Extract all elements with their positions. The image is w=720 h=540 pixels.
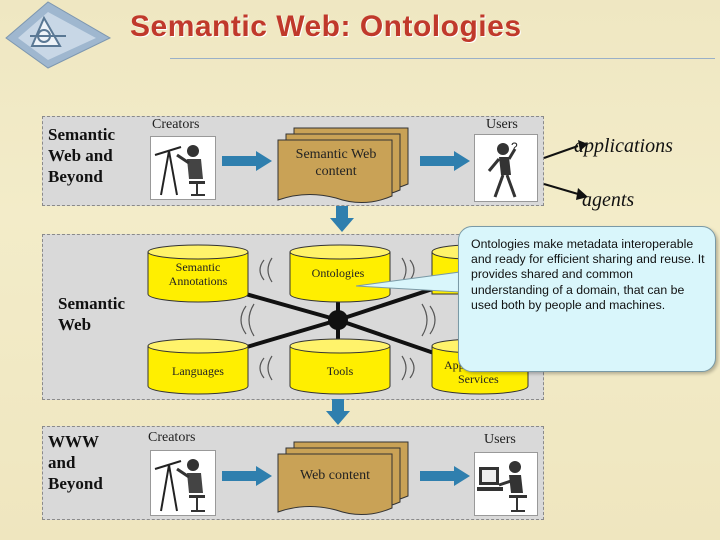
cylinder-label-line: Tools	[326, 364, 354, 378]
flow-arrow-right	[222, 466, 272, 491]
applications-label: applications	[574, 135, 673, 157]
semantic-web-content-document: Semantic Web content	[276, 126, 416, 204]
flow-arrow-down	[326, 399, 350, 430]
bottom-creators-label: Creators	[148, 430, 196, 445]
bottom-row-label: WWW and Beyond	[48, 431, 103, 494]
cylinder-label-line: Ontologies	[311, 266, 365, 280]
flow-arrow-right	[420, 466, 470, 491]
top-users-label: Users	[486, 117, 518, 132]
cylinder-label-line: Annotations	[168, 274, 228, 288]
document-label-line: Semantic Web	[295, 147, 377, 162]
middle-row-label: Semantic Web	[58, 293, 125, 335]
document-label-line: content	[315, 164, 357, 179]
middle-row-label-line: Semantic	[58, 294, 126, 313]
cylinder-label-line: Services	[458, 372, 499, 386]
callout-text: Ontologies make metadata interoperable a…	[471, 237, 705, 312]
creator-icon	[150, 450, 216, 516]
middle-row-label-line: Web	[58, 315, 92, 334]
bottom-row-label-line: Beyond	[48, 474, 103, 493]
ontologies-cylinder: Ontologies	[288, 244, 392, 304]
top-row-label-line: Beyond	[48, 167, 103, 186]
cylinder-label-line: Semantic	[175, 260, 221, 274]
top-creators-label: Creators	[152, 117, 200, 132]
title-divider	[170, 58, 715, 59]
callout-pointer	[355, 270, 466, 305]
user-at-computer-icon	[474, 452, 538, 516]
flow-arrow-down	[330, 206, 354, 237]
bottom-row-label-line: WWW	[48, 432, 99, 451]
top-row-label-line: Semantic	[48, 125, 116, 144]
logo	[4, 0, 120, 70]
semantic-annotations-cylinder: Semantic Annotations	[146, 244, 250, 304]
user-icon: ?	[474, 134, 538, 202]
svg-text:?: ?	[511, 140, 518, 154]
tools-cylinder: Tools	[288, 338, 392, 396]
top-row-label-line: Web and	[48, 146, 113, 165]
document-label: Web content	[299, 468, 370, 483]
cylinder-label-line: Languages	[172, 364, 224, 378]
slide-title: Semantic Web: Ontologies	[130, 10, 522, 43]
agents-label: agents	[582, 189, 635, 211]
ontologies-callout: Ontologies make metadata interoperable a…	[458, 226, 716, 372]
web-content-document: Web content	[276, 440, 416, 516]
bottom-row-label-line: and	[48, 453, 76, 472]
languages-cylinder: Languages	[146, 338, 250, 396]
flow-arrow-right	[222, 151, 272, 176]
top-row-label: Semantic Web and Beyond	[48, 124, 115, 187]
flow-arrow-right	[420, 151, 470, 176]
output-arrows	[540, 136, 590, 211]
creator-icon	[150, 136, 216, 200]
bottom-users-label: Users	[484, 432, 516, 447]
